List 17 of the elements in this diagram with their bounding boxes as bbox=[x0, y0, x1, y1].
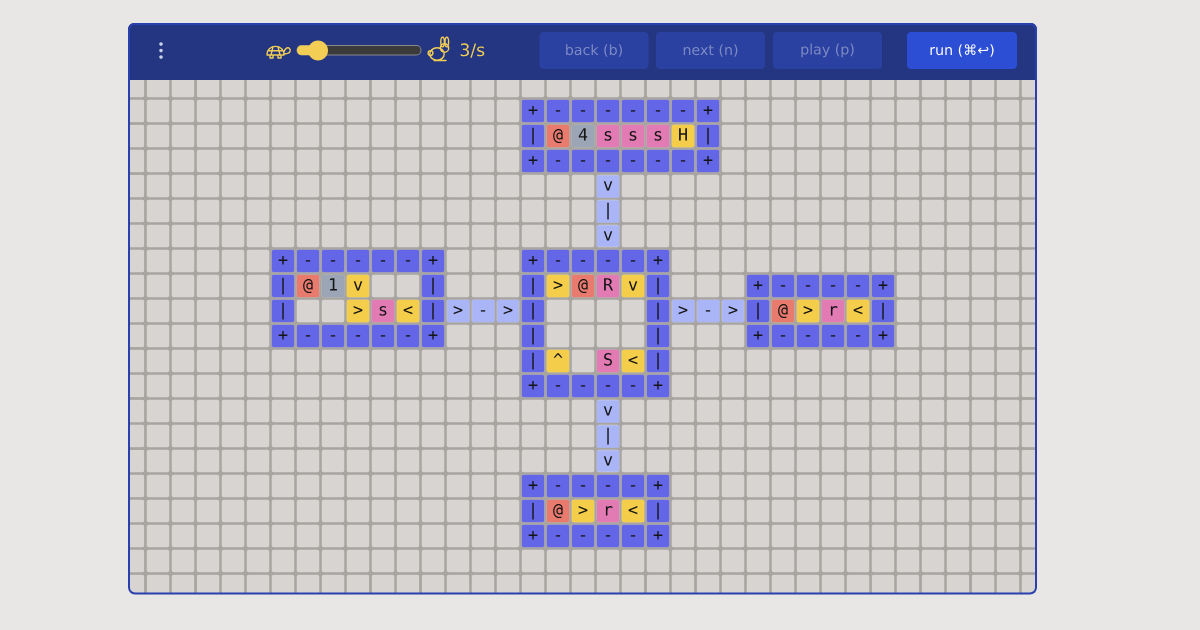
pipe-symbol: | bbox=[607, 427, 609, 445]
pipe-symbol: > bbox=[728, 306, 738, 315]
pipe-symbol: - bbox=[480, 310, 486, 312]
pipe-symbol: v bbox=[603, 406, 613, 416]
pipe-symbol: v bbox=[603, 456, 613, 466]
pipe-symbol: | bbox=[607, 202, 609, 220]
pipe-symbol: > bbox=[503, 306, 513, 315]
pipe-symbol: v bbox=[603, 181, 613, 191]
speed-value: 3/s bbox=[460, 43, 485, 58]
pipe-symbol: v bbox=[603, 231, 613, 241]
disabled-button: next (n) bbox=[656, 32, 765, 69]
disabled-button: play (p) bbox=[773, 32, 882, 69]
pipe-symbol: > bbox=[678, 306, 688, 315]
primary-button: run (⌘↩) bbox=[907, 32, 1017, 69]
pipe-symbol: > bbox=[453, 306, 463, 315]
disabled-button: back (b) bbox=[539, 32, 649, 69]
pipe-symbol: - bbox=[705, 310, 711, 312]
